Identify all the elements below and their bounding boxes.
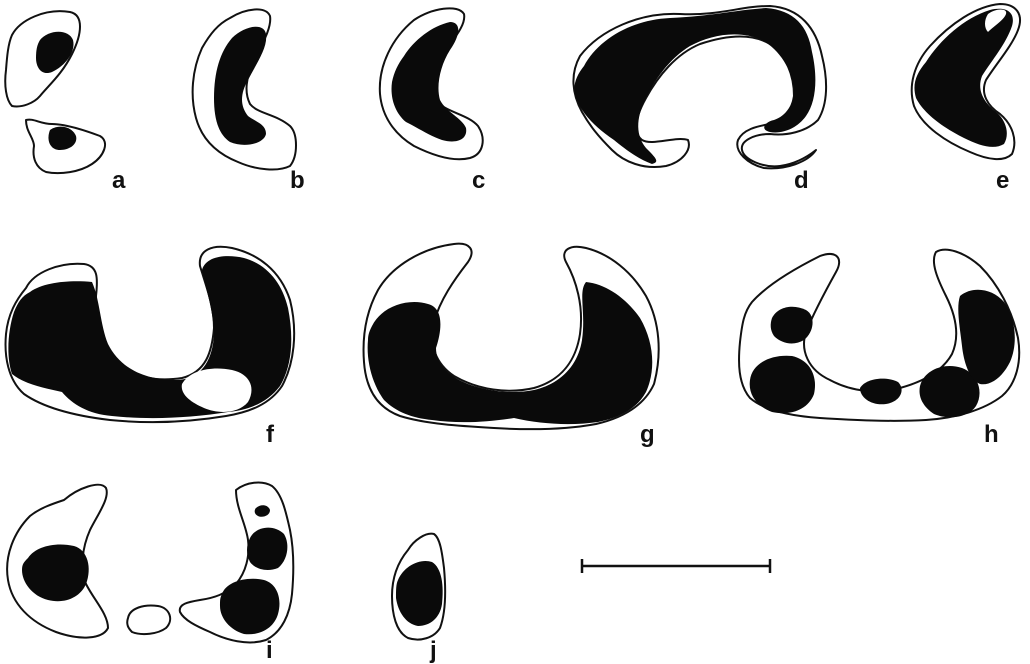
panel-b: b <box>193 9 305 194</box>
panel-f-label: f <box>266 421 275 448</box>
panel-e-label: e <box>996 167 1009 194</box>
panel-b-label: b <box>290 167 305 194</box>
panel-g-label: g <box>640 421 655 448</box>
panel-a: a <box>5 11 126 194</box>
panel-j-label: j <box>429 637 437 664</box>
panel-g-stain <box>368 282 653 424</box>
panel-i-stain-right-middle <box>247 528 287 570</box>
panel-h-label: h <box>984 421 999 448</box>
panel-i-label: i <box>266 637 273 664</box>
panel-e: e <box>912 4 1020 194</box>
panel-c: c <box>380 8 486 194</box>
panel-h-stain-lower-left <box>750 356 815 413</box>
panel-i-outline-small <box>127 606 170 635</box>
panel-f: f <box>6 247 295 448</box>
panel-d-label: d <box>794 167 809 194</box>
scale-bar <box>582 559 770 573</box>
panel-j: j <box>392 534 445 664</box>
panel-h: h <box>739 250 1019 448</box>
panel-a-label: a <box>112 167 126 194</box>
panel-d: d <box>573 6 826 194</box>
panel-i: i <box>7 483 293 664</box>
panel-h-stain-upper-left <box>771 307 813 344</box>
panel-c-label: c <box>472 167 485 194</box>
panel-g: g <box>364 244 659 448</box>
